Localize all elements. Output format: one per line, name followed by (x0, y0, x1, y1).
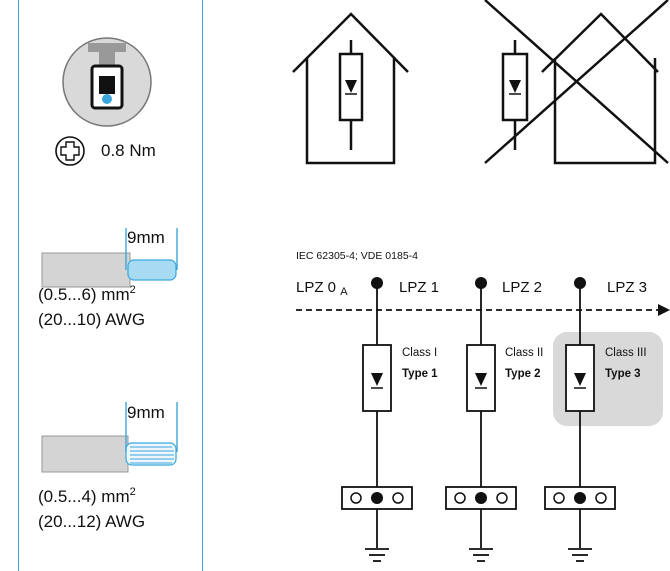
junction-nodes (371, 277, 586, 289)
device3-type: Type 3 (605, 368, 641, 380)
ground-symbol-icon (365, 548, 592, 562)
device2-class: Class II (505, 347, 544, 359)
solid-wire-icon (41, 228, 178, 288)
zone-label-lpz1: LPZ 1 (399, 279, 440, 296)
wire1-cross-section: (0.5...6) mm2 (38, 284, 136, 304)
device3-class: Class III (605, 347, 647, 359)
zone-label-lpz2: LPZ 2 (502, 279, 543, 296)
wire2-awg: (20...12) AWG (38, 512, 146, 531)
wire1-awg: (20...10) AWG (38, 310, 146, 329)
device2-type: Type 2 (505, 368, 541, 380)
strip-length-2: 9mm (127, 403, 165, 422)
spd-type3-symbol (565, 344, 595, 412)
installation-info-panel (18, 0, 203, 571)
device1-class: Class I (402, 347, 438, 359)
terminal-block-2 (445, 486, 517, 510)
house-incorrect-installation-icon (484, 0, 669, 165)
terminal-block-1 (341, 486, 413, 510)
lpz-boundary-line (296, 304, 670, 316)
wire2-cross-section: (0.5...4) mm2 (38, 486, 136, 506)
standard-reference: IEC 62305-4; VDE 0185-4 (296, 250, 418, 262)
spd-type1-symbol (362, 344, 392, 412)
zone-label-lpz3: LPZ 3 (607, 279, 648, 296)
terminal-block-3 (544, 486, 616, 510)
strip-length-1: 9mm (127, 228, 165, 247)
stranded-wire-icon (41, 402, 178, 473)
terminal-screw-icon (62, 37, 152, 127)
torque-value: 0.8 Nm (101, 141, 156, 160)
spd-type2-symbol (466, 344, 496, 412)
house-correct-installation-icon (292, 12, 409, 165)
device1-type: Type 1 (402, 368, 438, 380)
phillips-screwdriver-icon (55, 136, 85, 166)
zone-label-lpz0: LPZ 0 A (296, 279, 348, 298)
